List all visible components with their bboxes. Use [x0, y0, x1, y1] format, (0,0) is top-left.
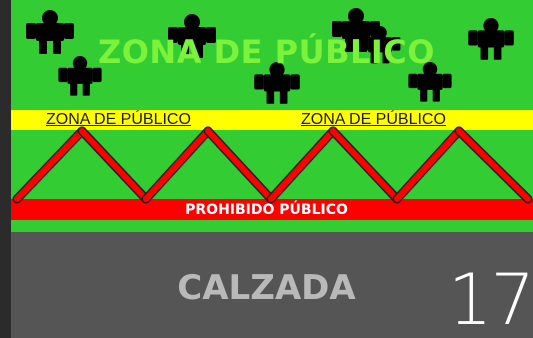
public-zone-band-label-right: ZONA DE PÚBLICO: [301, 111, 446, 128]
road-area: [11, 232, 533, 338]
person-silhouette-icon: [168, 14, 216, 58]
truss-strut: [394, 128, 462, 202]
person-silhouette-icon: [58, 56, 102, 96]
prohibited-zone-band: [11, 199, 533, 220]
truss-strut: [14, 128, 85, 202]
spectator-crowd: [26, 8, 514, 104]
left-edge-border: [0, 0, 11, 338]
public-zone-title: ZONA DE PÚBLICO: [98, 33, 435, 71]
truss-strut: [456, 128, 531, 202]
person-silhouette-icon: [26, 10, 74, 54]
person-silhouette-icon: [254, 62, 300, 104]
page-number: 17: [447, 259, 533, 338]
public-zone-band-label-left: ZONA DE PÚBLICO: [46, 111, 191, 128]
truss-strut: [79, 128, 149, 202]
road-label: CALZADA: [177, 268, 356, 308]
truss-strut: [143, 128, 211, 202]
public-zone-band: [11, 110, 533, 130]
person-silhouette-icon: [359, 26, 401, 64]
truss-strut: [330, 128, 400, 202]
person-silhouette-icon: [468, 18, 514, 60]
truss-strut: [205, 128, 274, 202]
person-silhouette-icon: [408, 62, 452, 102]
truss-strut: [268, 128, 336, 202]
barrier-truss: [12, 126, 533, 204]
prohibited-zone-label: PROHIBIDO PÚBLICO: [185, 202, 348, 218]
